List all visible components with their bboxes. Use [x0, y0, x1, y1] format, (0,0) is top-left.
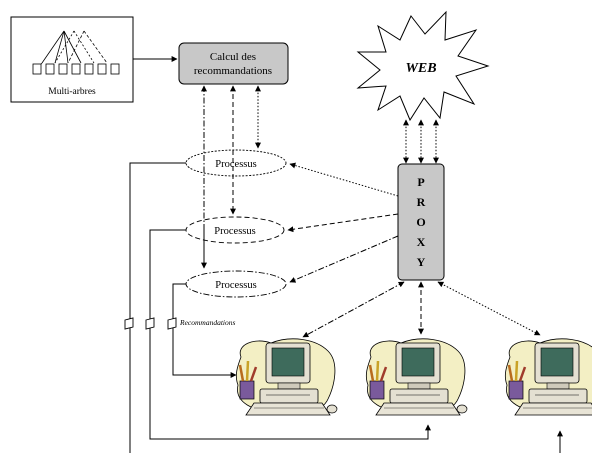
proxy-letter-p: P: [417, 175, 424, 189]
recommandations-label: Recommandations: [179, 318, 235, 327]
processus-label-2: Processus: [214, 226, 255, 237]
proxy-letter-x: X: [417, 235, 426, 249]
multi-arbres-label: Multi-arbres: [48, 87, 96, 97]
computer-icon-1: [235, 337, 339, 417]
proxy-letter-r: R: [417, 195, 426, 209]
multi-arbres-box: [10, 16, 134, 103]
arrow-proxy-processus2: [287, 213, 399, 233]
recommendation-doc-icon-3: [167, 317, 177, 330]
proxy-letter-o: O: [416, 215, 425, 229]
arrow-proxy-computer1: [302, 281, 405, 338]
processus-ellipse-1: [185, 149, 287, 177]
arrow-proxy-computer3: [437, 281, 541, 336]
web-label: WEB: [405, 61, 436, 76]
processus-label-1: Processus: [215, 159, 256, 170]
calcul-label-line2: recommandations: [194, 65, 272, 77]
calcul-box: [178, 42, 289, 85]
line-processus1-out: [129, 162, 186, 453]
arrow-proxy-processus1: [289, 162, 399, 197]
calcul-label-line1: Calcul des: [210, 51, 256, 63]
line-processus3-out: [172, 283, 237, 378]
line-processus2-out: [149, 229, 431, 440]
recommendation-doc-icon-1: [124, 317, 134, 330]
tree-icon: [32, 30, 120, 75]
proxy-box: [397, 163, 445, 281]
arrow-proxy-processus3: [289, 235, 399, 283]
computer-icon-2: [365, 337, 469, 417]
proxy-letter-y: Y: [417, 255, 426, 269]
computer-icon-3: [504, 337, 592, 417]
recommendation-doc-icon-2: [145, 317, 155, 330]
processus-label-3: Processus: [215, 280, 256, 291]
web-cloud: [356, 10, 490, 122]
